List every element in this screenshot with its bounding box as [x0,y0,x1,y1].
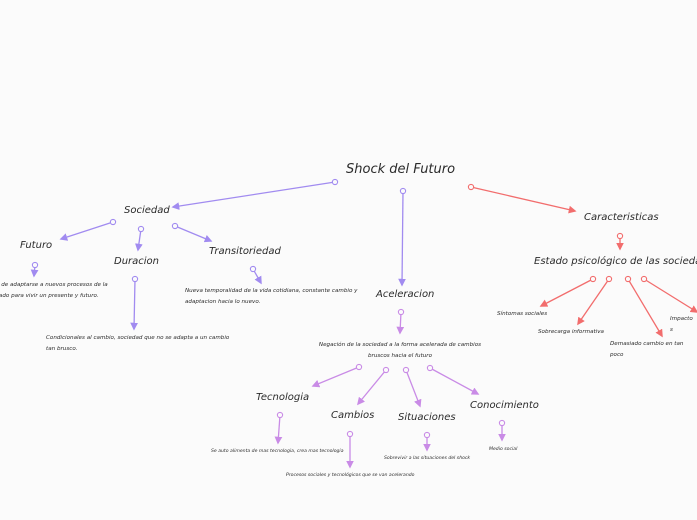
root-topic[interactable]: Shock del Futuro [346,162,456,177]
handle-transitoriedad [249,265,257,273]
edge-acel-conocimiento [429,367,480,395]
handle-duracion [131,275,139,283]
node-sobrecarga[interactable]: Sobrecarga informativa [538,329,604,335]
edge-estado-demasiado [627,278,663,338]
node-cambios-desc[interactable]: Procesos sociales y tecnológicos que se … [286,473,415,478]
handle-cambios [346,430,354,438]
node-tecnologia[interactable]: Tecnologia [256,392,310,403]
handle-sociedad-2 [137,225,145,233]
handle-estado-2 [605,275,613,283]
edge-sociedad-transitoriedad [174,225,213,243]
node-demasiado-cambio[interactable]: Demasiado cambio en tan poco [610,341,684,358]
node-situaciones[interactable]: Situaciones [398,412,456,423]
node-futuro-desc[interactable]: o de adaptarse a nuevos procesos de la z… [0,282,108,299]
node-conocimiento[interactable]: Conocimiento [470,400,539,411]
edge-tecnologia-desc [274,414,283,445]
node-sociedad[interactable]: Sociedad [124,205,170,216]
node-situaciones-desc[interactable]: Sobrevivir a las situaciones del shock [384,456,471,461]
handle-estado-3 [624,275,632,283]
handle-acel-4 [426,364,434,372]
node-duracion[interactable]: Duracion [114,256,160,267]
edge-aceleracion-desc [396,311,405,335]
node-duracion-desc[interactable]: Condicionales al cambio, sociedad que no… [46,335,230,352]
edge-root-caracteristicas [470,186,577,214]
edge-sociedad-duracion [135,228,143,252]
handle-sociedad-1 [109,218,117,226]
edge-root-aceleracion [398,190,406,287]
handle-acel-3 [402,366,410,374]
handle-caracteristicas [616,232,624,240]
handle-conocimiento [498,419,506,427]
node-transitoriedad-desc[interactable]: Nueva temporalidad de la vida cotidiana,… [185,288,358,305]
edge-acel-tecnologia [311,366,360,388]
handle-estado-4 [640,275,648,283]
node-transitoriedad[interactable]: Transitoriedad [209,246,281,257]
handle-situaciones [423,431,431,439]
edge-duracion-desc [130,278,139,331]
node-impacto[interactable]: Impacto s [670,316,693,333]
handle-acel-1 [355,363,363,371]
node-tecnologia-desc[interactable]: Se auto alimenta de mas tecnologia, crea… [211,449,344,454]
handle-sociedad-3 [171,222,179,230]
handle-futuro [31,261,39,269]
edge-estado-sintomas [539,278,594,307]
node-conocimiento-desc[interactable]: Medio social [489,447,518,452]
node-estado-psicologico[interactable]: Estado psicológico de las sociedades [534,256,697,267]
edge-estado-impacto [643,278,697,313]
edge-acel-cambios [357,369,387,406]
edge-estado-sobrecarga [577,278,610,326]
node-futuro[interactable]: Futuro [20,240,53,251]
handle-root-left [331,178,339,186]
edge-root-sociedad [171,181,336,210]
node-sintomas[interactable]: Síntomas sociales [497,311,548,317]
edge-sociedad-futuro [59,221,114,241]
handle-root-right [467,183,475,191]
handle-tecnologia [276,411,284,419]
handle-estado-1 [589,275,597,283]
node-aceleracion[interactable]: Aceleracion [376,289,435,300]
handle-root-bottom [399,187,407,195]
node-aceleracion-desc[interactable]: Negación de la sociedad a la forma acele… [318,342,482,359]
node-cambios[interactable]: Cambios [331,410,375,421]
handle-acel-2 [382,366,390,374]
handle-aceleracion [397,308,405,316]
edge-acel-situaciones [405,369,422,408]
node-caracteristicas[interactable]: Caracteristicas [584,212,659,223]
